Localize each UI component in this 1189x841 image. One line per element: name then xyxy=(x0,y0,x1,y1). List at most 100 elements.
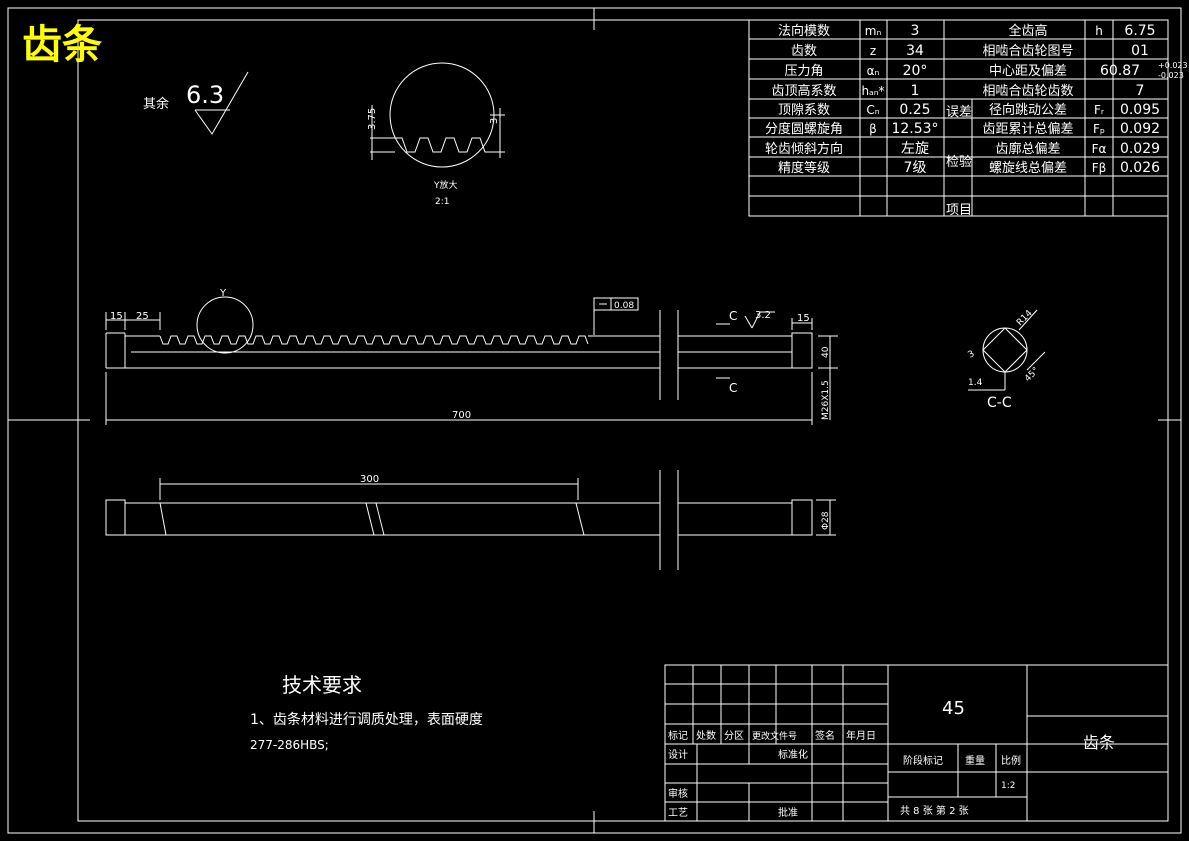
param-symbol-2: Fα xyxy=(1092,142,1107,156)
param-symbol-2: Fβ xyxy=(1092,161,1107,175)
tolerance-upper: +0.023 xyxy=(1158,61,1188,70)
tb-sheets: 共 8 张 第 2 张 xyxy=(900,804,969,817)
section-label: C-C xyxy=(987,395,1012,411)
param-name-2: 齿距累计总偏差 xyxy=(982,122,1073,137)
param-name: 顶隙系数 xyxy=(778,103,830,118)
tb-craft: 工艺 xyxy=(668,807,688,819)
part-name: 齿条 xyxy=(1083,733,1115,752)
dim-15-right: 15 xyxy=(797,313,810,324)
param-name: 压力角 xyxy=(784,64,823,79)
param-name-2: 全齿高 xyxy=(1008,23,1047,39)
param-name: 精度等级 xyxy=(778,160,830,176)
param-name: 齿顶高系数 xyxy=(771,83,836,99)
tb-header-4: 签名 xyxy=(815,729,835,742)
param-value: 20° xyxy=(903,63,928,79)
param-value-2: 0.026 xyxy=(1120,160,1160,176)
tech-heading: 技术要求 xyxy=(282,673,362,697)
tb-weight: 重量 xyxy=(965,754,985,767)
section-cc-view xyxy=(968,309,1046,391)
dim-40: 40 xyxy=(821,346,831,358)
detail-scale: 2:1 xyxy=(435,197,449,207)
param-group-err: 误差 xyxy=(946,105,972,120)
param-table-frame xyxy=(748,19,1169,217)
rack-top-view xyxy=(105,470,836,570)
param-symbol: Cₙ xyxy=(866,103,879,117)
dim-25: 25 xyxy=(136,311,149,322)
dim-700: 700 xyxy=(452,410,471,421)
detail-marker: Y xyxy=(219,288,227,299)
tb-header-2: 分区 xyxy=(724,730,744,742)
param-name: 轮齿倾斜方向 xyxy=(765,141,843,157)
param-value-2: 01 xyxy=(1131,43,1149,59)
tb-review: 审核 xyxy=(668,787,688,800)
tb-header-0: 标记 xyxy=(668,730,688,742)
param-value-2: 7 xyxy=(1136,83,1145,99)
param-name-2: 螺旋线总偏差 xyxy=(989,161,1067,176)
roughness-note: 3.2 xyxy=(755,310,771,321)
section-marker-top: C xyxy=(729,309,737,323)
dim-15-left: 15 xyxy=(110,311,123,322)
param-symbol-2: Fᵣ xyxy=(1094,103,1105,117)
dim-angle: 45° xyxy=(1023,366,1041,384)
param-name-2: 径向跳动公差 xyxy=(989,102,1067,118)
detail-dim-3: 3 xyxy=(489,118,500,124)
roughness-icon xyxy=(194,71,249,135)
detail-label: Y放大 xyxy=(433,179,458,191)
tb-header-3: 更改文件号 xyxy=(752,730,797,742)
tolerance-value: 0.08 xyxy=(614,301,634,311)
dim-300: 300 xyxy=(360,474,379,485)
tb-std: 标准化 xyxy=(778,748,808,761)
tech-line-1: 1、齿条材料进行调质处理，表面硬度 xyxy=(250,711,483,728)
param-name-2: 齿廓总偏差 xyxy=(995,141,1060,157)
param-value: 3 xyxy=(911,23,920,39)
param-symbol: β xyxy=(869,122,877,136)
dim-r14: R14 xyxy=(1015,308,1035,328)
param-value-2: 0.095 xyxy=(1120,102,1160,118)
detail-dim-375: 3.75 xyxy=(367,108,378,130)
param-value-2: 0.092 xyxy=(1120,121,1160,137)
param-symbol-2: h xyxy=(1095,24,1103,38)
param-value-2: 6.75 xyxy=(1124,23,1155,39)
param-group-check: 检验 xyxy=(946,154,972,170)
param-value-2: 60.87 xyxy=(1100,63,1140,79)
tb-scale: 1:2 xyxy=(1001,781,1015,791)
roughness-prefix: 其余 xyxy=(143,96,169,112)
param-name-2: 中心距及偏差 xyxy=(989,64,1067,79)
param-name-2: 相啮合齿轮图号 xyxy=(982,44,1073,59)
tolerance-lower: -0.023 xyxy=(1158,71,1184,80)
roughness-value: 6.3 xyxy=(186,81,224,109)
param-symbol: z xyxy=(870,44,876,58)
param-group-item: 项目 xyxy=(946,203,972,218)
dim-1-4: 1.4 xyxy=(968,378,983,388)
param-name: 法向模数 xyxy=(778,23,830,39)
tb-approve: 批准 xyxy=(778,806,798,819)
tb-header-1: 处数 xyxy=(696,729,716,742)
param-value: 34 xyxy=(906,43,924,59)
param-value: 1 xyxy=(911,83,920,99)
param-value: 7级 xyxy=(904,160,927,176)
param-table: 法向模数 mₙ 3 全齿高 h 6.75 齿数 z 34 相啮合齿轮图号 01 压力角 αₙ 20° 中心距… xyxy=(765,23,1188,176)
dim-dia28: Φ28 xyxy=(821,511,831,530)
tb-design: 设计 xyxy=(668,748,688,761)
param-symbol-2: Fₚ xyxy=(1093,122,1105,136)
rack-front-view xyxy=(105,296,838,425)
dim-3-section: 3 xyxy=(967,349,977,361)
tb-scale-label: 比例 xyxy=(1001,754,1021,767)
param-value-2: 0.029 xyxy=(1120,141,1160,157)
param-name: 分度圆螺旋角 xyxy=(765,121,843,137)
tech-line-2: 277-286HBS; xyxy=(250,738,329,752)
material: 45 xyxy=(942,698,965,719)
param-value: 0.25 xyxy=(899,102,930,118)
param-symbol: αₙ xyxy=(867,64,880,78)
param-symbol: mₙ xyxy=(865,24,882,38)
section-marker-bottom: C xyxy=(729,381,737,395)
drawing-title: 齿条 xyxy=(22,22,102,68)
param-name: 齿数 xyxy=(791,44,817,59)
detail-y-view xyxy=(370,62,505,168)
title-block-frame xyxy=(664,664,1169,822)
param-value: 左旋 xyxy=(901,141,929,157)
tb-header-5: 年月日 xyxy=(846,729,876,742)
dim-thread: M26X1.5 xyxy=(821,380,831,420)
param-value: 12.53° xyxy=(891,121,938,137)
